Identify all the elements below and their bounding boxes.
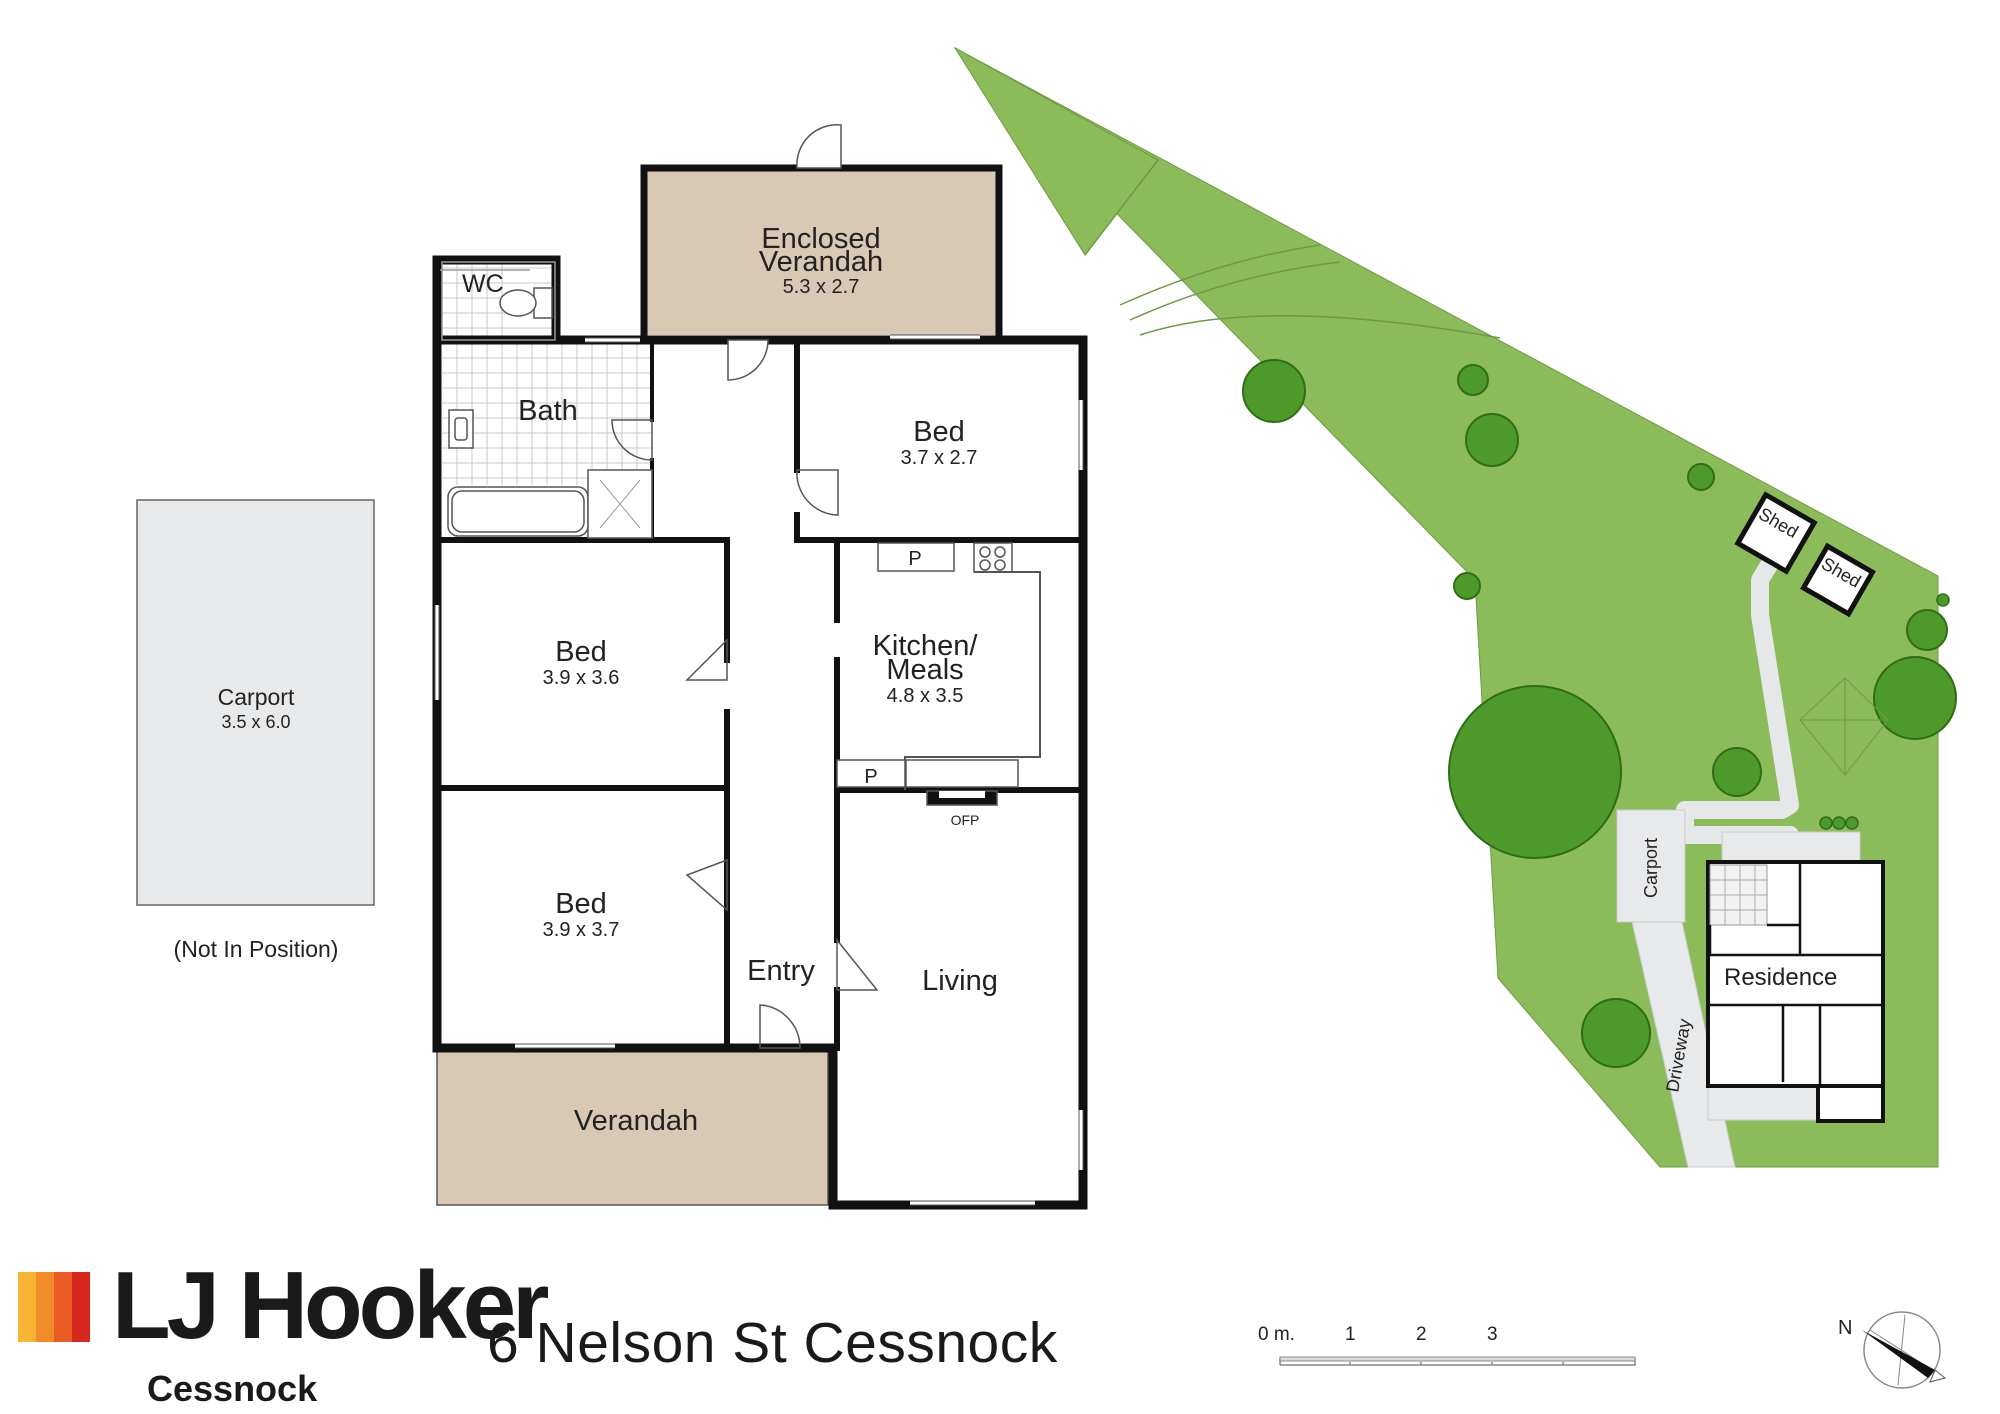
enclosed-verandah-name: Enclosed: [761, 223, 880, 255]
shed: Shed: [1800, 542, 1876, 618]
bed2-name: Bed: [555, 636, 607, 668]
living-name: Living: [922, 965, 998, 997]
windows: [434, 334, 1084, 1206]
compass-label: N: [1838, 1317, 1852, 1339]
bed1-dims: 3.7 x 2.7: [901, 447, 978, 469]
floor-plan: Carport 3.5 x 6.0 (Not In Position): [136, 124, 1088, 1210]
brand-name: LJ Hooker: [112, 1252, 549, 1359]
scale-bar: 0 m. 1 2 3: [1258, 1324, 1636, 1366]
site-residence-label: Residence: [1724, 964, 1837, 991]
enclosed-verandah-floor: [644, 168, 999, 335]
bed3-dims: 3.9 x 3.7: [543, 919, 620, 941]
scale-tick-label: 1: [1345, 1324, 1356, 1345]
carport-name: Carport: [218, 684, 295, 710]
property-address: 6 Nelson St Cessnock: [487, 1311, 1058, 1375]
tree-icon: [1242, 359, 1957, 1068]
verandah-name: Verandah: [574, 1105, 698, 1137]
site-carport-label: Carport: [1641, 838, 1661, 898]
pantry-label: P: [864, 766, 877, 788]
compass-icon: N: [1838, 1311, 1947, 1389]
site-carport: [1616, 809, 1686, 923]
kitchen-name: Kitchen/: [873, 630, 979, 662]
scale-tick-label: 2: [1416, 1324, 1427, 1345]
bed2-dims: 3.9 x 3.6: [543, 667, 620, 689]
scale-tick-label: 3: [1487, 1324, 1498, 1345]
bath-name: Bath: [518, 395, 578, 427]
carport-note: (Not In Position): [174, 936, 339, 962]
entry-name: Entry: [747, 955, 815, 987]
shed: Shed: [1734, 491, 1818, 575]
brand-office: Cessnock: [147, 1368, 318, 1409]
bed1-name: Bed: [913, 416, 965, 448]
ofp-label: OFP: [951, 812, 980, 828]
kitchen-name: Meals: [886, 654, 963, 686]
bed3-name: Bed: [555, 888, 607, 920]
doors: [440, 124, 879, 1049]
pantry-label: P: [908, 548, 921, 570]
scale-tick-label: 0 m.: [1258, 1324, 1295, 1345]
enclosed-verandah-name: Verandah: [759, 246, 883, 278]
garden-bed: [1799, 677, 1889, 776]
carport-dims: 3.5 x 6.0: [221, 712, 290, 732]
wc-name: WC: [462, 270, 504, 298]
verandah-floor: [436, 1047, 829, 1206]
carport-floor: [136, 499, 375, 906]
site-plan: Carport Driveway Residence Shed Shed: [953, 46, 1957, 1168]
enclosed-verandah-dims: 5.3 x 2.7: [783, 276, 860, 298]
fixtures: [441, 261, 1041, 806]
brand-mark-icon: [18, 1272, 90, 1342]
site-residence: Residence: [1706, 831, 1885, 1123]
kitchen-dims: 4.8 x 3.5: [887, 685, 964, 707]
bath-tiles: [442, 262, 652, 485]
